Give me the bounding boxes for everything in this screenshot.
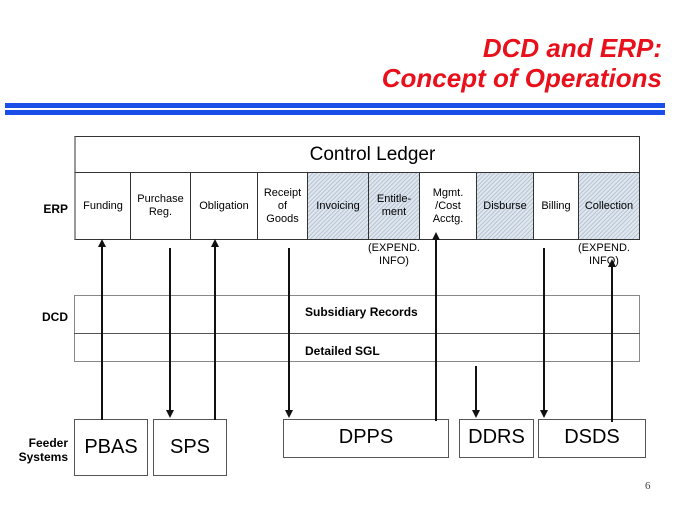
expend-info-note-entitlement: (EXPEND. INFO) — [368, 242, 420, 267]
page-number: 6 — [645, 480, 651, 492]
dcd-row-label: DCD — [42, 310, 68, 324]
feeder-dsds: DSDS — [538, 419, 646, 458]
control-ledger-label: Control Ledger — [309, 143, 436, 165]
erp-cell-collection: Collection — [579, 172, 640, 240]
dcd-divider — [74, 333, 640, 334]
title-line-2: Concept of Operations — [381, 63, 662, 93]
erp-cell-mgmt-cost-acctg: Mgmt. /Cost Acctg. — [420, 172, 477, 240]
title-rule-bottom — [5, 110, 665, 115]
feeder-pbas: PBAS — [74, 419, 148, 476]
subsidiary-records-label: Subsidiary Records — [305, 305, 418, 319]
erp-row-label: ERP — [43, 202, 68, 216]
erp-cell-entitlement: Entitle- ment — [369, 172, 420, 240]
feeder-row-label: Feeder Systems — [18, 436, 68, 464]
erp-cell-disburse: Disburse — [477, 172, 534, 240]
title-line-1: DCD and ERP: — [482, 33, 662, 63]
feeder-sps: SPS — [153, 419, 227, 476]
slide-title: DCD and ERP: Concept of Operations — [382, 33, 662, 93]
erp-cell-billing: Billing — [534, 172, 579, 240]
erp-cell-receipt-of-goods: Receipt of Goods — [258, 172, 308, 240]
feeder-ddrs: DDRS — [459, 419, 534, 458]
feeder-dpps: DPPS — [283, 419, 449, 458]
control-ledger: Control Ledger — [74, 136, 640, 172]
erp-cell-obligation: Obligation — [191, 172, 258, 240]
erp-cell-invoicing: Invoicing — [308, 172, 369, 240]
erp-cell-purchase-reg: Purchase Reg. — [131, 172, 191, 240]
title-rule-top — [5, 103, 665, 108]
dcd-block — [74, 295, 640, 362]
detailed-sgl-label: Detailed SGL — [305, 344, 380, 358]
